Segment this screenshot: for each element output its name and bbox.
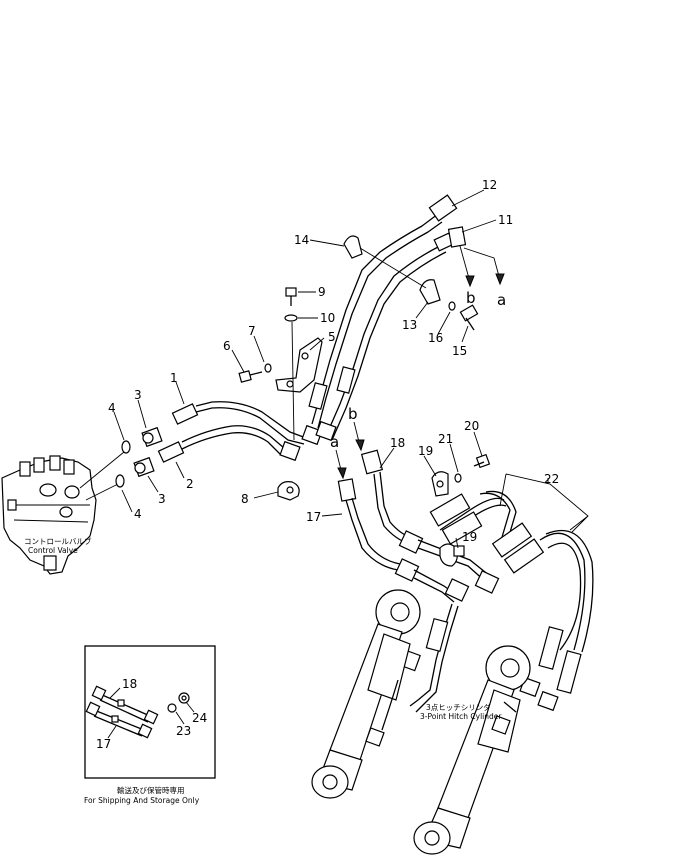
callout-5: 5 [328, 330, 336, 344]
fitting-3-lower [133, 456, 155, 478]
clamp-19-lower [453, 545, 465, 557]
callout-10: 10 [320, 311, 335, 325]
callout-9: 9 [318, 285, 326, 299]
connector-b-mid: b [348, 405, 358, 423]
callout-11: 11 [498, 213, 513, 227]
connector-b-top: b [466, 289, 476, 307]
bolt-15 [459, 304, 479, 331]
callout-2: 2 [186, 477, 194, 491]
bolt-9 [285, 287, 297, 306]
tube-17 [337, 478, 401, 571]
callout-21: 21 [438, 432, 453, 446]
clamp-19-upper [431, 471, 449, 497]
caption-shipping-en: For Shipping And Storage Only [84, 796, 200, 805]
callout-19-lower: 19 [462, 530, 477, 544]
hose-2 [157, 425, 301, 463]
bracket-5 [275, 337, 323, 393]
callout-4-lower: 4 [134, 507, 142, 521]
callout-13: 13 [402, 318, 417, 332]
washer-21 [454, 473, 462, 483]
caption-shipping-jp: 輸送及び保管時専用 [117, 785, 185, 795]
callout-6: 6 [223, 339, 231, 353]
connector-a-top: a [497, 291, 506, 309]
connector-a-mid: a [330, 433, 339, 451]
washer-16 [448, 301, 456, 311]
callout-17: 17 [306, 510, 321, 524]
caption-control-valve-en: Control Valve [28, 546, 78, 555]
clamp-14 [343, 235, 363, 259]
control-valve [1, 455, 97, 575]
callout-7: 7 [248, 324, 256, 338]
washer-10 [284, 314, 298, 322]
inset-frame [84, 645, 216, 779]
leader-lines [107, 189, 497, 739]
callout-4-upper: 4 [108, 401, 116, 415]
callout-18: 18 [390, 436, 405, 450]
callout-22: 22 [544, 472, 559, 486]
inset-shipping-tubes [85, 685, 190, 739]
o-ring-upper [121, 440, 131, 454]
caption-hitch-cylinder-en: 3-Point Hitch Cylinder [420, 712, 502, 721]
hitch-cylinder-right [413, 645, 531, 855]
callout-16: 16 [428, 331, 443, 345]
callout-3-upper: 3 [134, 388, 142, 402]
bolt-6 [238, 370, 263, 383]
callout-1: 1 [170, 371, 178, 385]
clamp-13 [419, 279, 441, 305]
callout-3-lower: 3 [158, 492, 166, 506]
fitting-3-upper [141, 426, 163, 448]
tube-18 [360, 449, 413, 545]
washer-7 [264, 363, 272, 373]
caption-control-valve-jp: コントロールバルブ [24, 536, 92, 546]
inset-callout-18: 18 [122, 677, 137, 691]
inset-callout-23: 23 [176, 724, 191, 738]
callout-8: 8 [241, 492, 249, 506]
pipe-11 [315, 226, 467, 442]
callout-12: 12 [482, 178, 497, 192]
inset-callout-17: 17 [96, 737, 111, 751]
callout-15: 15 [452, 344, 467, 358]
clamp-8 [277, 481, 300, 501]
o-ring-lower [115, 474, 125, 488]
hitch-cylinder-left [311, 589, 421, 799]
caption-hitch-cylinder-jp: 3点ヒッチシリンダ [426, 702, 491, 712]
pipe-12 [308, 194, 458, 429]
hoses-22 [429, 490, 594, 712]
callout-14: 14 [294, 233, 309, 247]
manifold-block [394, 530, 500, 603]
inset-callout-24: 24 [192, 711, 207, 725]
bolt-20 [473, 453, 491, 469]
callout-20: 20 [464, 419, 479, 433]
callout-19-upper: 19 [418, 444, 433, 458]
hose-1 [171, 401, 323, 446]
